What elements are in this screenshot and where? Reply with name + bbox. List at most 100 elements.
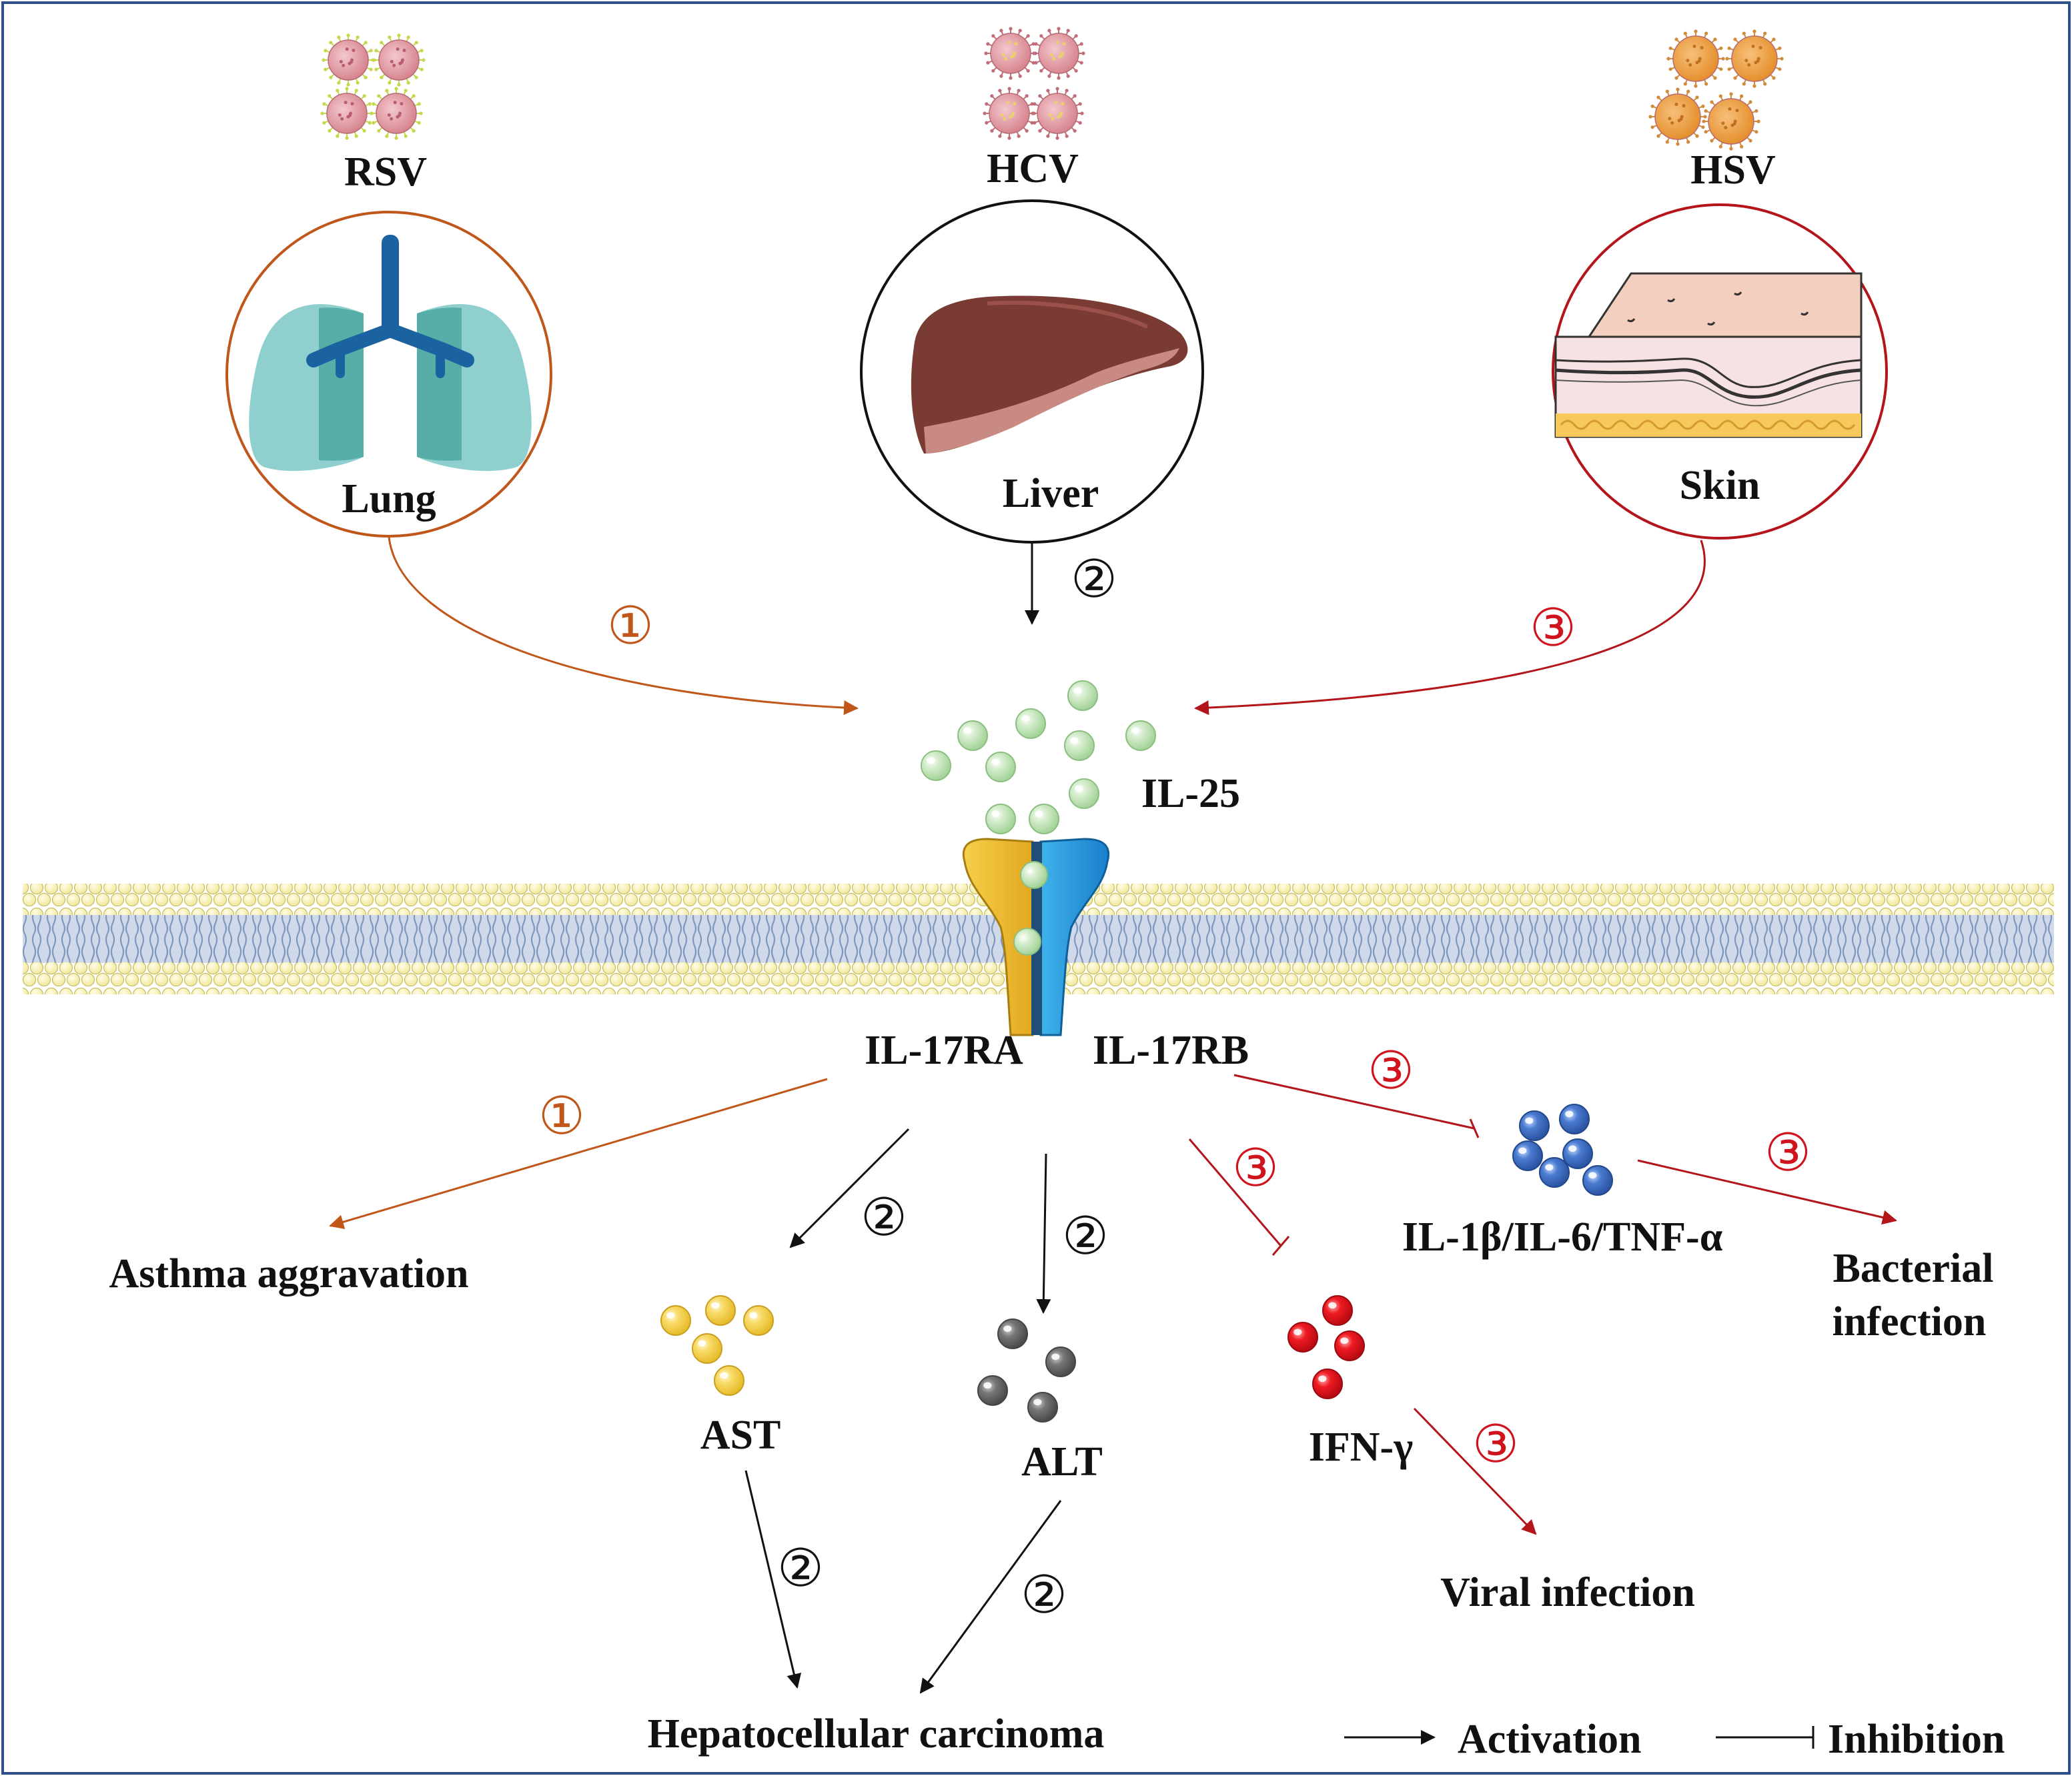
ast-molecule bbox=[743, 1305, 774, 1336]
hsv-virus-icon bbox=[1648, 29, 1784, 151]
viral-infection-label: Viral infection bbox=[1440, 1570, 1695, 1615]
ifn-molecules bbox=[1287, 1295, 1365, 1399]
pathway-3-inhibit-il1-bar bbox=[1469, 1118, 1480, 1138]
pathway-3-arrow-to-bacterial bbox=[1637, 1159, 1897, 1225]
pathway-3-marker-bacterial: ③ bbox=[1764, 1123, 1811, 1183]
receptor-bound-il25-lower bbox=[1013, 928, 1041, 956]
il1-il6-tnf-molecules bbox=[1512, 1104, 1613, 1196]
pathway-2-marker-alt: ② bbox=[1062, 1206, 1109, 1266]
hcv-virion bbox=[1032, 27, 1085, 80]
legend-activation-label: Activation bbox=[1458, 1717, 1642, 1762]
pathway-2-marker-alt-hcc: ② bbox=[1021, 1565, 1067, 1625]
ast-molecule bbox=[705, 1295, 736, 1326]
alt-molecule bbox=[1045, 1347, 1076, 1377]
ast-label: AST bbox=[700, 1413, 781, 1458]
hsv-virion bbox=[1666, 29, 1725, 88]
legend-inhibition-label: Inhibition bbox=[1828, 1717, 2005, 1762]
hepatocellular-carcinoma-label: Hepatocellular carcinoma bbox=[648, 1711, 1105, 1757]
rsv-label: RSV bbox=[344, 149, 427, 195]
il17rb-label: IL-17RB bbox=[1093, 1028, 1249, 1073]
il25-particle bbox=[921, 750, 951, 781]
il25-particle bbox=[1125, 720, 1156, 751]
ast-molecules bbox=[660, 1295, 774, 1396]
il1-il6-tnf-label: IL-1β/IL-6/TNF-α bbox=[1402, 1214, 1723, 1260]
pathway-2-marker-ast-hcc: ② bbox=[777, 1539, 824, 1599]
pathway-1-arrow-to-asthma bbox=[329, 1078, 828, 1229]
il1-molecule bbox=[1519, 1110, 1550, 1141]
pathway-2-arrow-to-ast bbox=[789, 1128, 910, 1248]
ast-molecule bbox=[660, 1305, 691, 1336]
hcv-label: HCV bbox=[987, 146, 1079, 191]
il17-receptor-complex bbox=[962, 838, 1110, 1036]
rsv-virion bbox=[320, 87, 374, 140]
alt-molecule bbox=[977, 1375, 1008, 1406]
hcv-virion bbox=[983, 87, 1036, 140]
pathway-3-marker-il1: ③ bbox=[1368, 1041, 1414, 1101]
rsv-virus-icon bbox=[320, 33, 426, 140]
il25-particle bbox=[985, 804, 1016, 834]
il1-molecule bbox=[1539, 1157, 1570, 1188]
alt-molecules bbox=[977, 1318, 1076, 1423]
skin-label: Skin bbox=[1680, 463, 1760, 508]
rsv-virion bbox=[322, 33, 375, 87]
il25-particle bbox=[1067, 680, 1098, 711]
lung-label: Lung bbox=[342, 476, 436, 522]
il1-molecule bbox=[1582, 1165, 1613, 1196]
il25-particle bbox=[1015, 708, 1046, 739]
alt-molecule bbox=[1027, 1392, 1058, 1423]
il17ra-subunit bbox=[962, 838, 1034, 1036]
pathway-1-marker-upper: ① bbox=[607, 596, 654, 656]
asthma-aggravation-label: Asthma aggravation bbox=[109, 1251, 468, 1296]
il25-particle bbox=[1069, 778, 1099, 809]
bacterial-infection-label-line1: Bacterial bbox=[1833, 1246, 1993, 1291]
legend: Activation Inhibition bbox=[1344, 1717, 2005, 1762]
pathway-2-marker-upper: ② bbox=[1071, 550, 1117, 610]
rsv-virion bbox=[372, 33, 426, 87]
pathway-2-arrow-to-alt bbox=[1036, 1153, 1051, 1314]
pathway-3-marker-upper: ③ bbox=[1530, 598, 1576, 658]
bacterial-infection-label-line2: infection bbox=[1833, 1299, 1987, 1345]
ifn-gamma-label: IFN-γ bbox=[1309, 1425, 1413, 1470]
pathway-1-arrow-to-il25 bbox=[388, 536, 859, 716]
lung-circle: Lung bbox=[225, 211, 552, 538]
ast-molecule bbox=[692, 1333, 722, 1364]
hsv-label: HSV bbox=[1690, 147, 1776, 193]
hsv-virion bbox=[1725, 29, 1784, 88]
il25-particle bbox=[1029, 804, 1059, 834]
il17rb-subunit bbox=[1039, 838, 1110, 1036]
liver-icon bbox=[911, 295, 1188, 454]
il1-molecule bbox=[1562, 1138, 1593, 1169]
il25-particle bbox=[1064, 730, 1095, 761]
pathway-3-inhibit-ifn-bar bbox=[1271, 1236, 1290, 1256]
ifn-molecule bbox=[1287, 1322, 1318, 1353]
pathway-2-arrow-ast-to-hcc bbox=[744, 1470, 802, 1689]
ast-molecule bbox=[714, 1365, 744, 1396]
alt-label: ALT bbox=[1021, 1439, 1103, 1485]
ifn-molecule bbox=[1334, 1330, 1365, 1361]
il1-molecule bbox=[1559, 1104, 1590, 1134]
ifn-molecule bbox=[1312, 1369, 1343, 1399]
rsv-virion bbox=[370, 87, 423, 140]
pathway-3-arrow-to-il25 bbox=[1194, 540, 1706, 716]
pathway-3-marker-ifn: ③ bbox=[1232, 1138, 1279, 1198]
skin-circle: Skin bbox=[1552, 203, 1888, 540]
pathway-3-inhibit-ifn bbox=[1188, 1138, 1282, 1246]
il25-particle bbox=[985, 752, 1016, 782]
pathway-3-inhibit-il1 bbox=[1233, 1074, 1475, 1130]
il17ra-label: IL-17RA bbox=[865, 1028, 1023, 1073]
pathway-3-marker-viral: ③ bbox=[1472, 1415, 1519, 1475]
hcv-virus-icon bbox=[983, 27, 1085, 140]
ifn-molecule bbox=[1322, 1295, 1353, 1326]
hcv-virion bbox=[1031, 87, 1084, 140]
liver-circle: Liver bbox=[860, 199, 1204, 544]
il25-label: IL-25 bbox=[1141, 771, 1240, 816]
pathway-3-arrow-to-viral bbox=[1413, 1407, 1537, 1535]
liver-label: Liver bbox=[1003, 471, 1099, 516]
skin-icon bbox=[1554, 272, 1863, 438]
alt-molecule bbox=[997, 1318, 1028, 1349]
hsv-virion bbox=[1648, 87, 1707, 146]
lung-icon bbox=[249, 235, 532, 472]
il1-molecule bbox=[1512, 1140, 1543, 1171]
